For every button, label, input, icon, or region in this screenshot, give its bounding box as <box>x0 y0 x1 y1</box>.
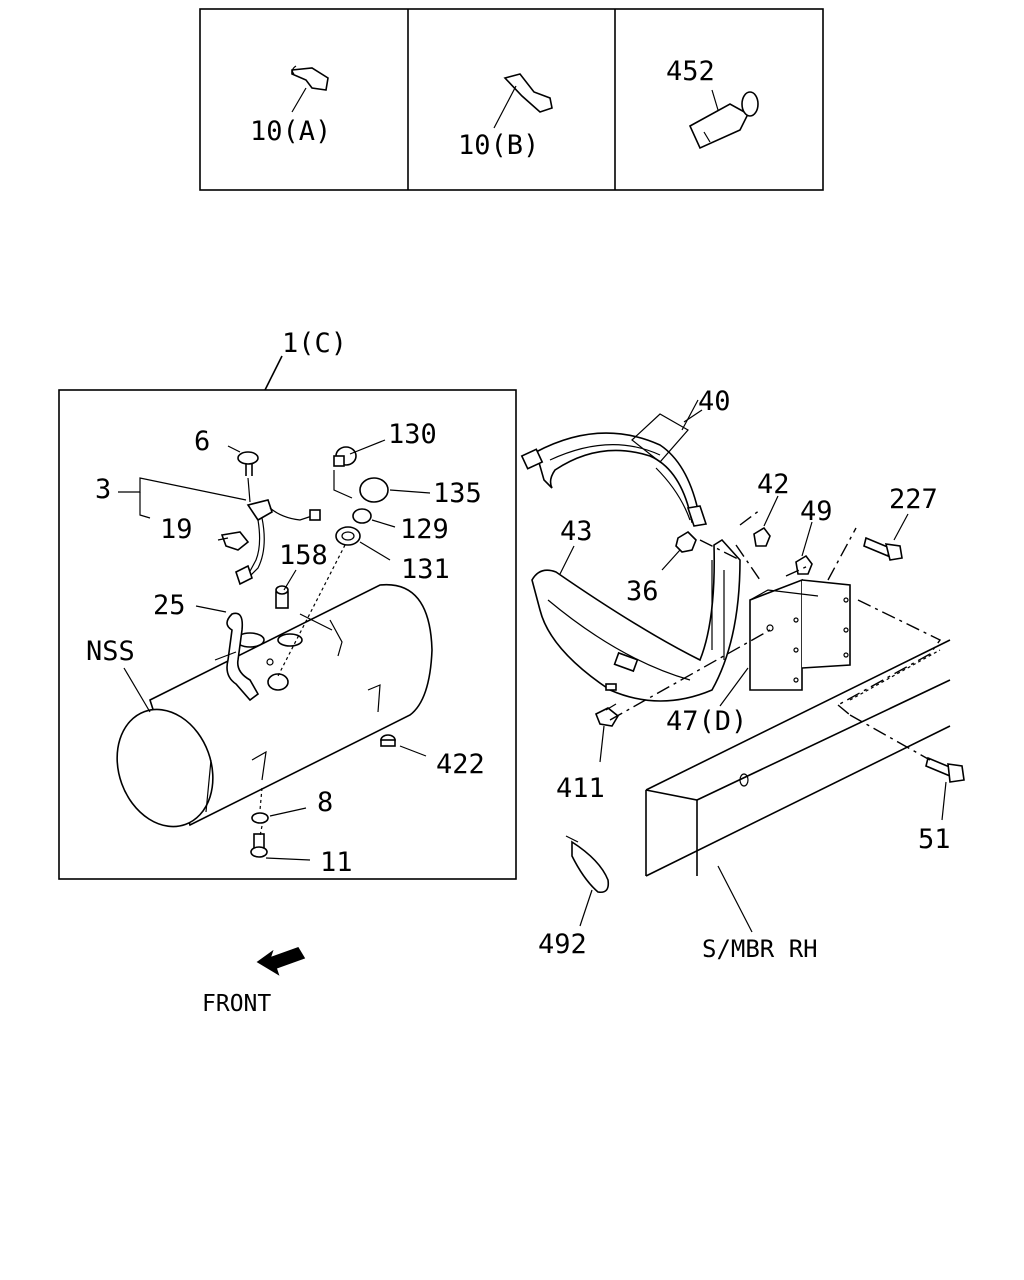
callout-492: 492 <box>538 929 587 960</box>
nut-36-part <box>675 530 697 553</box>
callout-51: 51 <box>918 824 951 855</box>
callout-19: 19 <box>160 514 193 545</box>
washer-131-part <box>335 526 361 546</box>
hose-25-part <box>226 612 260 702</box>
tank-assembly-box <box>58 389 517 880</box>
nut-42-part <box>753 526 771 547</box>
bolt-227-part <box>863 536 903 561</box>
callout-131: 131 <box>401 554 450 585</box>
inset-panel <box>199 8 824 191</box>
clip-10a-part <box>291 65 329 113</box>
callout-nss: NSS <box>86 636 135 667</box>
nut-49-part <box>795 554 813 575</box>
callout-42: 42 <box>757 469 790 500</box>
callout-130: 130 <box>388 419 437 450</box>
callout-227: 227 <box>889 484 938 515</box>
callout-47d: 47(D) <box>666 706 747 737</box>
callout-452: 452 <box>666 56 715 87</box>
nut-129-part <box>352 508 372 524</box>
clip-10b-part <box>493 73 553 129</box>
front-arrow-icon <box>256 947 306 976</box>
washer-8-part <box>251 812 269 824</box>
callout-422: 422 <box>436 749 485 780</box>
callout-129: 129 <box>400 514 449 545</box>
callout-158: 158 <box>279 540 328 571</box>
rivet-452-part <box>688 89 759 150</box>
clip-411-part <box>594 703 620 727</box>
grommet-422-part <box>380 734 396 747</box>
callout-40: 40 <box>698 386 731 417</box>
callout-6: 6 <box>194 426 210 457</box>
screw-6-part <box>237 451 259 503</box>
bracket-47d-part <box>749 578 851 691</box>
callout-135: 135 <box>433 478 482 509</box>
callout-8: 8 <box>317 787 333 818</box>
callout-3: 3 <box>95 474 111 505</box>
callout-1c: 1(C) <box>282 328 347 359</box>
cap-135-part <box>359 477 389 503</box>
callout-11: 11 <box>320 847 353 878</box>
frame-side-member-part <box>645 639 951 877</box>
bolt-11-part <box>250 833 268 858</box>
strap-43-part <box>531 538 741 702</box>
callout-10b: 10(B) <box>458 130 539 161</box>
callout-49: 49 <box>800 496 833 527</box>
callout-smbr-rh: S/MBR RH <box>702 935 818 963</box>
callout-10a: 10(A) <box>250 116 331 147</box>
valve-158-part <box>275 585 289 609</box>
bolt-51-part <box>925 756 965 783</box>
strap-40-part <box>520 432 708 527</box>
cable-tie-492-part <box>565 835 610 894</box>
gauge-unit-3-part <box>235 499 321 586</box>
callout-25: 25 <box>153 590 186 621</box>
front-label: FRONT <box>202 991 271 1017</box>
fuel-tank-part <box>116 583 433 828</box>
plug-130-part <box>333 446 357 467</box>
callout-36: 36 <box>626 576 659 607</box>
clip-19-part <box>220 531 250 551</box>
callout-411: 411 <box>556 773 605 804</box>
callout-43: 43 <box>560 516 593 547</box>
